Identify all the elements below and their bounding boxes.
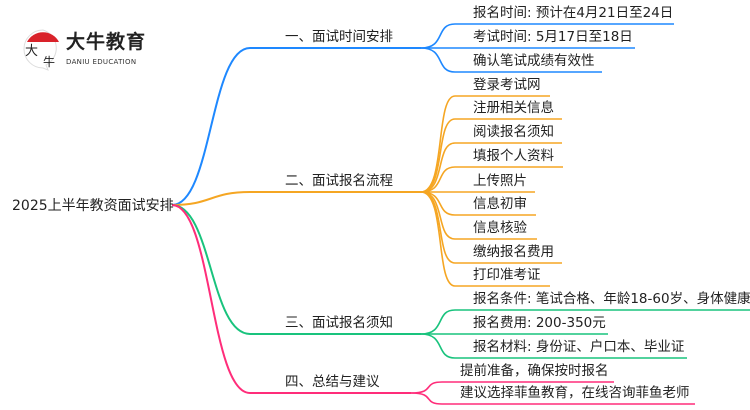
leaf-connector	[420, 166, 563, 193]
branch-connector	[171, 204, 421, 335]
leaf-node[interactable]: 报名费用: 200-350元	[473, 315, 606, 331]
logo-name: 大牛教育	[66, 31, 147, 53]
leaf-node[interactable]: 报名时间: 预计在4月21日至24日	[473, 5, 674, 21]
svg-text:大: 大	[25, 44, 38, 59]
logo: 大 牛 大牛教育 DANIU EDUCATION	[22, 28, 152, 74]
leaf-node[interactable]: 信息核验	[473, 220, 527, 236]
leaf-node[interactable]: 打印准考证	[473, 267, 541, 283]
branch-connector	[171, 204, 411, 394]
leaf-node[interactable]: 报名条件: 笔试合格、年龄18-60岁、身体健康	[473, 291, 750, 307]
leaf-node[interactable]: 确认笔试成绩有效性	[473, 53, 595, 69]
leaf-node[interactable]: 登录考试网	[473, 77, 541, 93]
leaf-node[interactable]: 提前准备，确保按时报名	[460, 363, 609, 379]
branch-node[interactable]: 四、总结与建议	[285, 374, 380, 390]
svg-text:牛: 牛	[43, 54, 55, 69]
branch-node[interactable]: 一、面试时间安排	[285, 29, 393, 45]
leaf-node[interactable]: 信息初审	[473, 196, 527, 212]
leaf-node[interactable]: 上传照片	[473, 173, 527, 189]
leaf-node[interactable]: 报名材料: 身份证、户口本、毕业证	[473, 339, 685, 355]
leaf-connector	[420, 333, 687, 359]
leaf-connector	[420, 95, 550, 193]
leaf-node[interactable]: 考试时间: 5月17日至18日	[473, 29, 633, 45]
branch-node[interactable]: 三、面试报名须知	[285, 315, 393, 331]
root-node[interactable]: 2025上半年教资面试安排	[12, 198, 174, 214]
branch-node[interactable]: 二、面试报名流程	[285, 173, 393, 189]
leaf-node[interactable]: 建议选择菲鱼教育，在线咨询菲鱼老师	[460, 385, 690, 401]
leaf-connector	[410, 392, 695, 405]
leaf-node[interactable]: 注册相关信息	[473, 100, 554, 116]
leaf-node[interactable]: 填报个人资料	[473, 148, 554, 164]
branch-connector	[171, 47, 421, 206]
branch-connector	[171, 191, 421, 206]
leaf-node[interactable]: 缴纳报名费用	[473, 244, 554, 260]
leaf-connector	[420, 309, 750, 335]
logo-tagline: DANIU EDUCATION	[66, 58, 137, 66]
leaf-connector	[420, 47, 602, 73]
leaf-connector	[420, 142, 562, 193]
leaf-node[interactable]: 阅读报名须知	[473, 124, 554, 140]
logo-mark-icon: 大 牛	[23, 29, 59, 71]
leaf-connector	[420, 191, 550, 287]
leaf-connector	[420, 118, 562, 193]
leaf-connector	[420, 23, 674, 49]
